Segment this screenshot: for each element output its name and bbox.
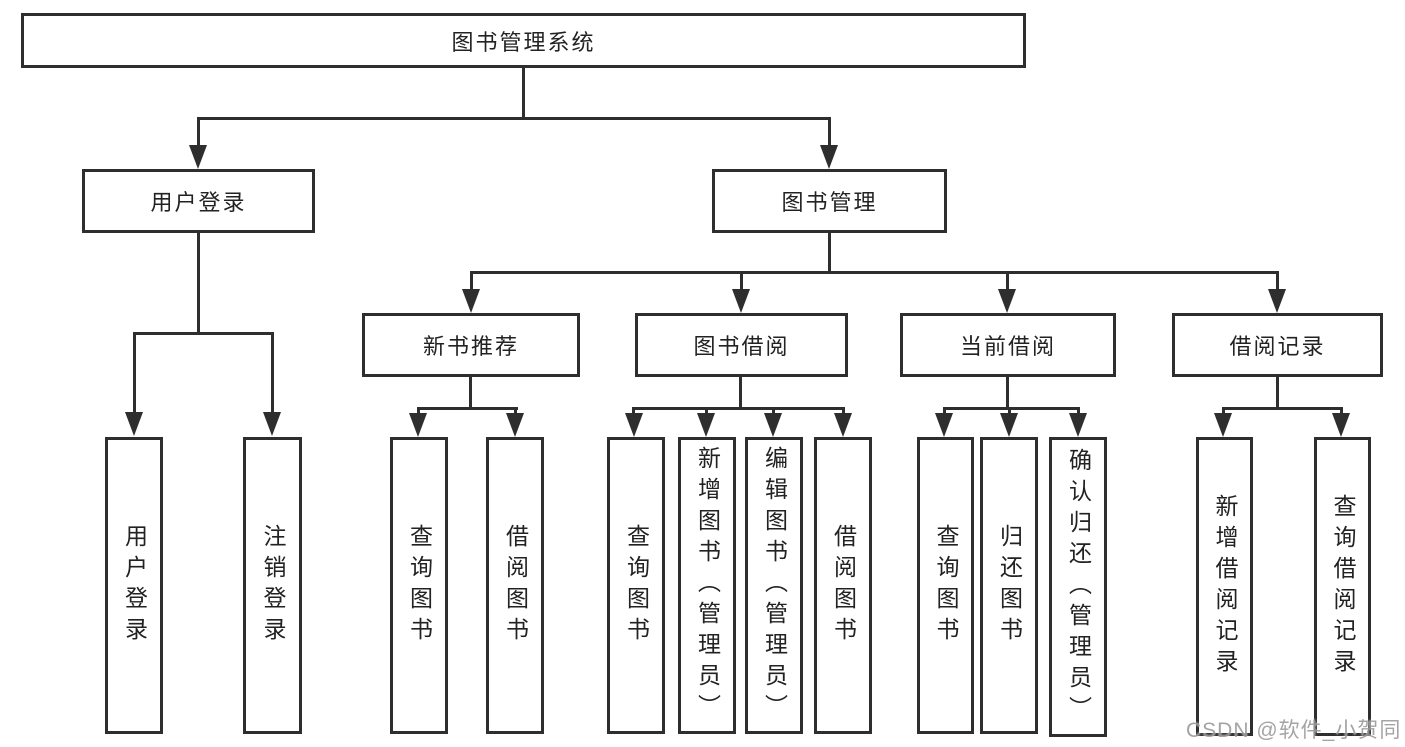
arrow-down-icon	[409, 413, 427, 437]
connector-leaf	[417, 407, 420, 417]
connector-to-current-borrowing	[1006, 271, 1009, 293]
node-borrowing-records: 借阅记录	[1172, 313, 1383, 377]
leaf-return-books-label: 归还图书	[996, 523, 1023, 648]
connector-new-book-stem	[469, 377, 472, 409]
connector-current-borrowing-bus	[943, 407, 1080, 410]
leaf-return-books: 归还图书	[980, 437, 1038, 734]
arrow-down-icon	[625, 413, 643, 437]
leaf-confirm-return-admin: 确认归还（管理员）	[1049, 437, 1107, 737]
arrow-down-icon	[189, 145, 207, 169]
connector-current-borrowing-stem	[1006, 377, 1009, 409]
arrow-down-icon	[1000, 413, 1018, 437]
connector-root-stem	[522, 68, 525, 118]
leaf-user-login-label: 用户登录	[121, 523, 148, 648]
connector-leaf	[1077, 407, 1080, 417]
connector-to-book-management	[828, 117, 831, 147]
arrow-down-icon	[935, 413, 953, 437]
leaf-add-borrow-record-label: 新增借阅记录	[1212, 493, 1238, 680]
leaf-borrow-books-recommend-label: 借阅图书	[502, 523, 529, 648]
leaf-logout-login: 注销登录	[243, 437, 302, 734]
node-current-borrowing: 当前借阅	[900, 313, 1116, 377]
connector-borrowing-records-stem	[1276, 377, 1279, 409]
connector-leaf	[705, 407, 708, 417]
connector-leaf	[1340, 407, 1343, 417]
node-library-system-label: 图书管理系统	[451, 29, 596, 55]
connector-leaf	[632, 407, 635, 417]
connector-user-login-bus	[133, 332, 274, 335]
connector-user-login-stem	[197, 233, 200, 334]
arrow-down-icon	[462, 289, 480, 313]
leaf-query-books-recommend: 查询图书	[390, 437, 448, 734]
connector-to-new-book	[470, 271, 473, 293]
leaf-borrow-books-borrowing-label: 借阅图书	[830, 523, 857, 648]
csdn-watermark: CSDN @软件_小贺同学	[1186, 719, 1402, 742]
connector-root-bus	[197, 117, 831, 120]
leaf-query-books-recommend-label: 查询图书	[406, 523, 433, 648]
leaf-borrow-books-recommend: 借阅图书	[486, 437, 544, 734]
arrow-down-icon	[697, 413, 715, 437]
connector-to-user-login	[197, 117, 200, 147]
arrow-down-icon	[834, 413, 852, 437]
connector-borrowing-records-bus	[1222, 407, 1342, 410]
connector-to-leaf-logout	[271, 332, 274, 414]
connector-book-borrowing-stem	[739, 377, 742, 409]
leaf-query-books-current-label: 查询图书	[933, 523, 959, 648]
arrow-down-icon	[820, 145, 838, 169]
leaf-query-borrow-record: 查询借阅记录	[1314, 437, 1371, 736]
connector-book-borrowing-bus	[632, 407, 845, 410]
node-book-borrowing: 图书借阅	[635, 313, 848, 377]
arrow-down-icon	[998, 289, 1016, 313]
node-user-login-label: 用户登录	[150, 190, 247, 215]
leaf-edit-books-admin: 编辑图书（管理员）	[745, 437, 803, 734]
node-library-system: 图书管理系统	[21, 13, 1026, 68]
node-book-management-label: 图书管理	[781, 190, 878, 215]
node-book-borrowing-label: 图书借阅	[693, 334, 790, 359]
arrow-down-icon	[732, 289, 750, 313]
leaf-query-books-borrowing: 查询图书	[607, 437, 665, 734]
connector-to-borrowing-records	[1276, 271, 1279, 293]
arrow-down-icon	[506, 413, 524, 437]
leaf-query-borrow-record-label: 查询借阅记录	[1330, 493, 1356, 680]
leaf-logout-login-label: 注销登录	[260, 523, 286, 648]
arrow-down-icon	[1214, 413, 1232, 437]
arrow-down-icon	[263, 412, 281, 436]
leaf-add-books-admin: 新增图书（管理员）	[678, 437, 736, 734]
leaf-edit-books-admin-label: 编辑图书（管理员）	[761, 446, 788, 725]
leaf-confirm-return-admin-label: 确认归还（管理员）	[1065, 447, 1092, 727]
node-new-book-recommendation: 新书推荐	[362, 313, 580, 377]
leaf-query-books-borrowing-label: 查询图书	[623, 523, 650, 648]
leaf-query-books-current: 查询图书	[917, 437, 974, 734]
node-current-borrowing-label: 当前借阅	[959, 334, 1056, 359]
connector-leaf	[1008, 407, 1011, 417]
leaf-add-books-admin-label: 新增图书（管理员）	[694, 446, 721, 725]
connector-leaf	[943, 407, 946, 417]
connector-new-book-bus	[417, 407, 518, 410]
node-new-book-recommendation-label: 新书推荐	[422, 334, 519, 359]
node-borrowing-records-label: 借阅记录	[1229, 334, 1326, 359]
leaf-user-login: 用户登录	[105, 437, 163, 734]
node-user-login: 用户登录	[82, 169, 315, 233]
connector-leaf	[842, 407, 845, 417]
arrow-down-icon	[1069, 413, 1087, 437]
arrow-down-icon	[125, 412, 143, 436]
connector-leaf	[772, 407, 775, 417]
leaf-add-borrow-record: 新增借阅记录	[1196, 437, 1253, 736]
leaf-borrow-books-borrowing: 借阅图书	[814, 437, 872, 734]
arrow-down-icon	[1332, 413, 1350, 437]
connector-to-book-borrowing	[740, 271, 743, 293]
connector-book-management-stem	[828, 233, 831, 273]
connector-leaf	[514, 407, 517, 417]
connector-to-leaf-user-login	[133, 332, 136, 414]
arrow-down-icon	[764, 413, 782, 437]
node-book-management: 图书管理	[712, 169, 947, 233]
connector-leaf	[1222, 407, 1225, 417]
arrow-down-icon	[1268, 289, 1286, 313]
connector-book-management-bus	[470, 271, 1278, 274]
